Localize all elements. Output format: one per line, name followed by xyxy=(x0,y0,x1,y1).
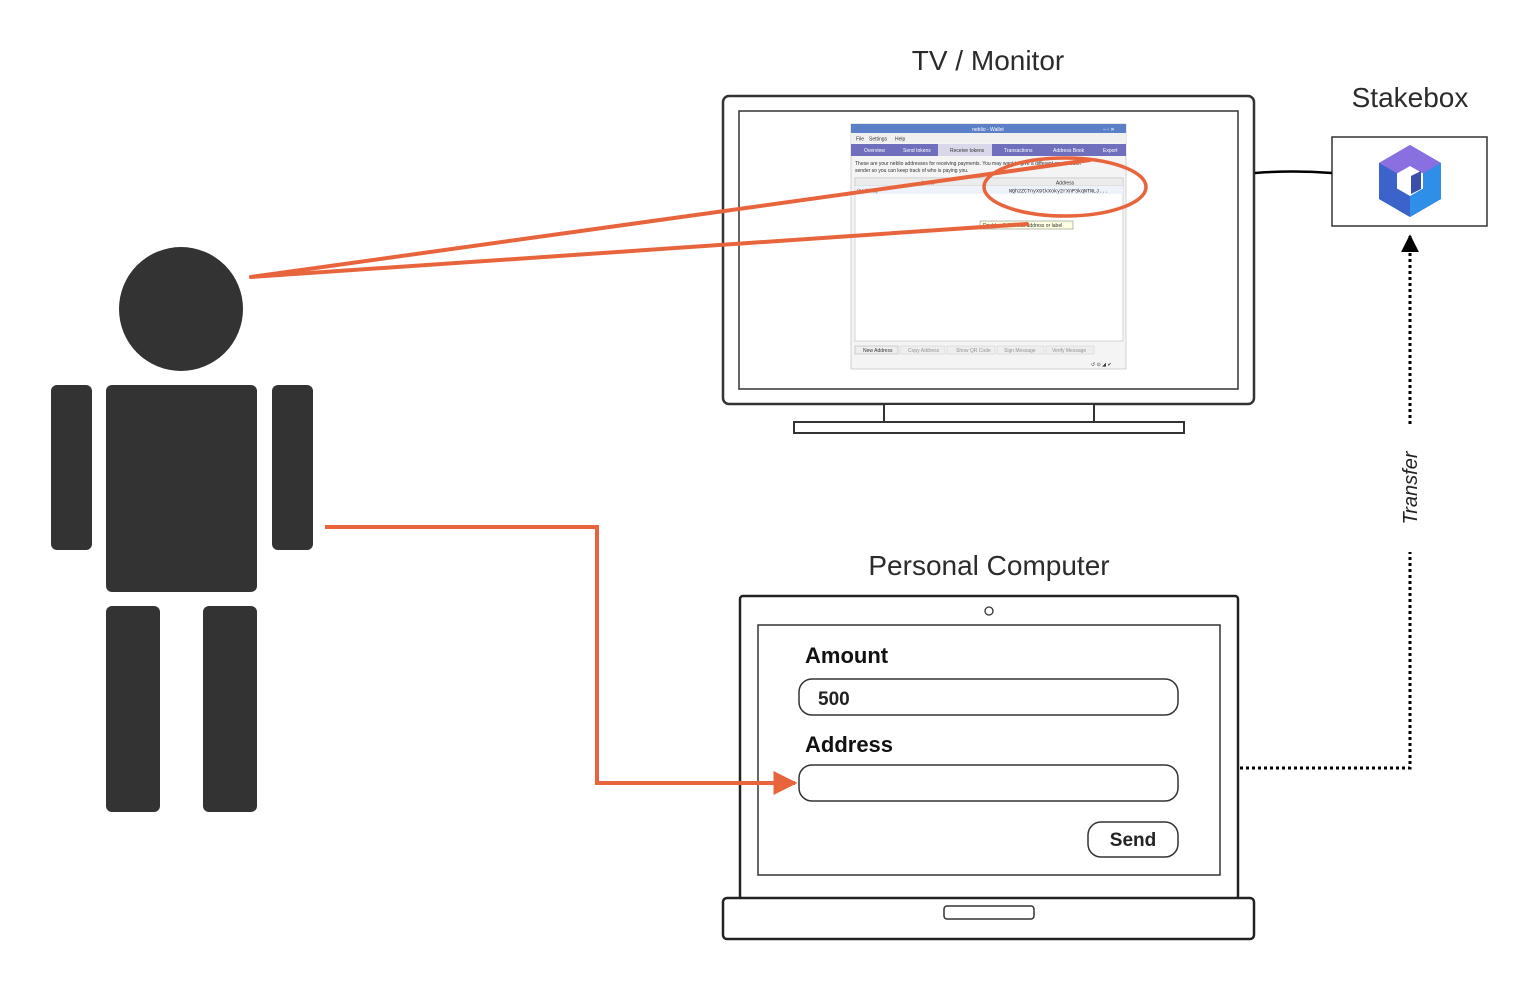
copy-address-button-label: Copy Address xyxy=(908,348,940,354)
wallet-title-bar xyxy=(851,124,1126,133)
wallet-title: neblio - Wallet xyxy=(972,127,1004,133)
stakebox-label: Stakebox xyxy=(1352,82,1469,113)
show-qr-button[interactable] xyxy=(946,345,996,355)
amount-value: 500 xyxy=(818,689,850,710)
tv-stand-base xyxy=(793,421,1185,434)
tv-monitor-label: TV / Monitor xyxy=(912,45,1064,76)
wallet-status-icons: ↺ ⊙ ◢ ✔ xyxy=(1091,362,1112,368)
person-left-leg xyxy=(106,606,160,812)
sight-line-upper xyxy=(249,158,1092,279)
show-qr-button-label: Show QR Code xyxy=(956,348,991,354)
row-address: NQh2ZCTnyX9tkXoky2rXnP3kqNTNLJ... xyxy=(1009,189,1108,195)
table-row[interactable] xyxy=(855,186,1123,194)
tab-address-book[interactable]: Address Book xyxy=(1053,148,1085,154)
tab-receive-tokens[interactable]: Receive tokens xyxy=(950,148,985,154)
laptop-camera xyxy=(984,606,994,616)
tab-overview[interactable]: Overview xyxy=(864,148,885,154)
amount-field[interactable] xyxy=(798,678,1179,716)
address-highlight-ellipse xyxy=(982,156,1148,218)
send-button-label: Send xyxy=(1110,830,1156,851)
wallet-menu-help[interactable]: Help xyxy=(895,137,906,143)
address-field[interactable] xyxy=(798,764,1179,802)
person-figure xyxy=(51,247,313,812)
tab-transactions[interactable]: Transactions xyxy=(1004,148,1033,154)
wallet-menu-file[interactable]: File xyxy=(856,137,864,143)
transfer-path xyxy=(1240,552,1412,770)
sign-message-button[interactable] xyxy=(996,345,1045,355)
sight-lines xyxy=(249,158,1092,279)
verify-message-button[interactable] xyxy=(1045,345,1095,355)
amount-label: Amount xyxy=(805,643,889,668)
wallet-menu-settings[interactable]: Settings xyxy=(869,137,888,143)
tv-stand-neck xyxy=(883,403,1095,423)
personal-computer-label: Personal Computer xyxy=(868,550,1109,581)
address-label: Address xyxy=(805,732,893,757)
wallet-tab-active-bg xyxy=(938,144,992,156)
copy-address-button[interactable] xyxy=(899,345,946,355)
person-right-leg xyxy=(203,606,257,812)
wallet-menu-bar xyxy=(851,133,1126,143)
transfer-label: Transfer xyxy=(1400,450,1422,524)
wallet-description-line1: These are your neblio addresses for rece… xyxy=(855,161,1081,167)
person-left-arm xyxy=(51,385,92,550)
sight-line-lower xyxy=(249,222,1029,279)
wallet-window: neblio - Wallet – ▫ ✕ File Settings Help… xyxy=(850,123,1127,370)
wallet-description-line2: sender so you can keep track of who is p… xyxy=(855,168,968,174)
column-address[interactable]: Address xyxy=(1056,181,1075,187)
tab-send-tokens[interactable]: Send tokens xyxy=(903,148,931,154)
wallet-table xyxy=(854,177,1124,342)
wallet-window-controls: – ▫ ✕ xyxy=(1103,127,1115,133)
input-arrow xyxy=(325,525,798,795)
verify-message-button-label: Verify Message xyxy=(1052,348,1086,354)
person-right-arm xyxy=(272,385,313,550)
sign-message-button-label: Sign Message xyxy=(1004,348,1036,354)
stakebox-logo-icon xyxy=(1379,145,1441,217)
person-torso xyxy=(106,385,257,592)
send-button[interactable] xyxy=(1087,821,1179,858)
new-address-button[interactable] xyxy=(854,345,899,355)
person-head xyxy=(119,247,243,371)
new-address-button-label: New Address xyxy=(863,348,893,354)
tv-stakebox-cable xyxy=(1254,170,1333,175)
tab-export[interactable]: Export xyxy=(1103,148,1118,154)
laptop-trackpad-notch xyxy=(943,905,1035,920)
